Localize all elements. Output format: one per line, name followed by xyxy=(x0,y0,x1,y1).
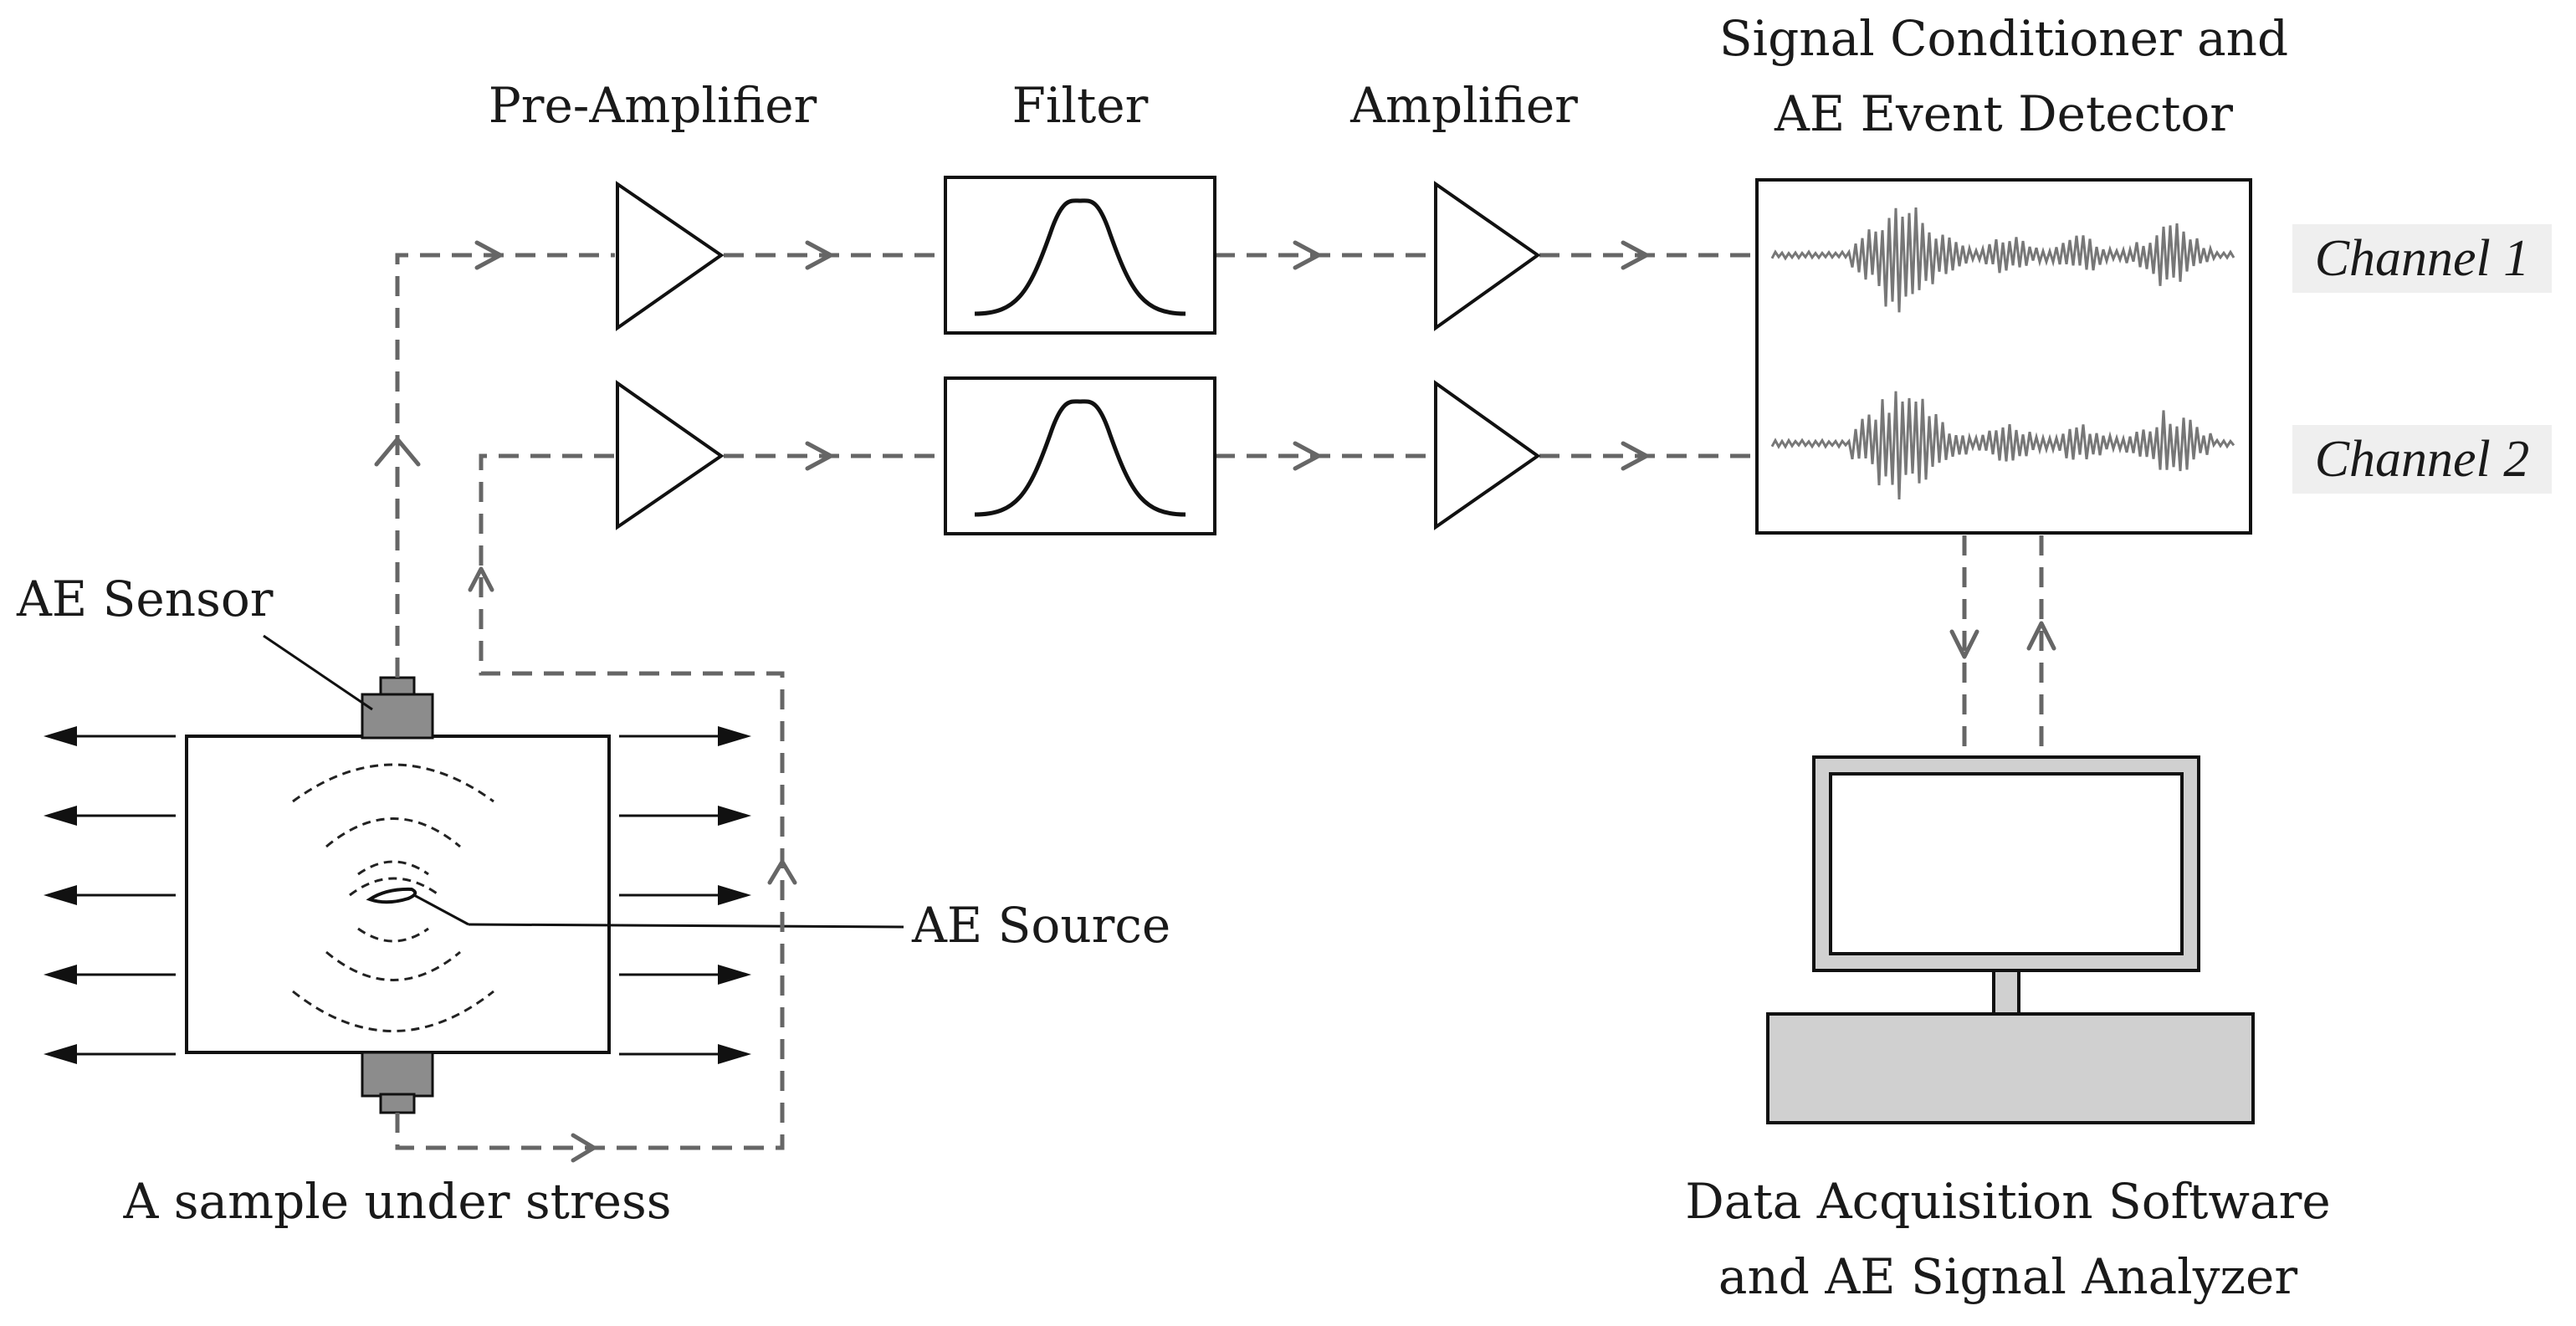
channel-2-label: Channel 2 xyxy=(2292,425,2552,494)
pre-amplifier-label: Pre-Amplifier xyxy=(488,77,817,134)
ae-sensor-top xyxy=(361,676,434,740)
daq-link-paths xyxy=(1962,535,2044,757)
ae-sensor-leader xyxy=(263,634,373,711)
computer-screen xyxy=(1829,772,2184,955)
pre-amplifier-ch2 xyxy=(616,380,725,530)
computer-stand xyxy=(1992,969,2020,1016)
signal-conditioner-label-line2: AE Event Detector xyxy=(1774,85,2234,142)
stress-arrows-right xyxy=(619,726,751,1064)
daq-label-line2: and AE Signal Analyzer xyxy=(1718,1248,2298,1305)
ae-sensor-label: AE Sensor xyxy=(17,571,274,627)
computer xyxy=(1766,755,2255,1124)
amplifier-ch2 xyxy=(1434,380,1541,530)
amplifier-ch1 xyxy=(1434,181,1541,331)
wavefront-rings xyxy=(292,763,494,1032)
computer-base xyxy=(1766,1012,2255,1124)
ae-sensor-bottom xyxy=(361,1051,434,1114)
filter-ch2 xyxy=(944,376,1216,535)
ae-source-crack xyxy=(366,887,417,904)
sample-label: A sample under stress xyxy=(123,1173,672,1230)
direction-arrows xyxy=(374,240,2056,1163)
channel-2-waveform xyxy=(1770,391,2235,499)
ae-source-leader xyxy=(413,893,469,926)
ae-source-leader-line xyxy=(468,923,904,929)
channel-1-label: Channel 1 xyxy=(2292,224,2552,293)
stress-arrows-left xyxy=(44,726,176,1064)
amplifier-label: Amplifier xyxy=(1350,77,1578,134)
filter-label: Filter xyxy=(1011,77,1149,134)
pre-amplifier-ch1 xyxy=(616,181,725,331)
daq-label-line1: Data Acquisition Software xyxy=(1685,1173,2331,1230)
channel-1-waveform xyxy=(1770,207,2235,313)
filter-ch1 xyxy=(944,176,1216,335)
signal-conditioner-label-line1: Signal Conditioner and xyxy=(1718,10,2289,67)
ae-source-label: AE Source xyxy=(912,897,1171,954)
